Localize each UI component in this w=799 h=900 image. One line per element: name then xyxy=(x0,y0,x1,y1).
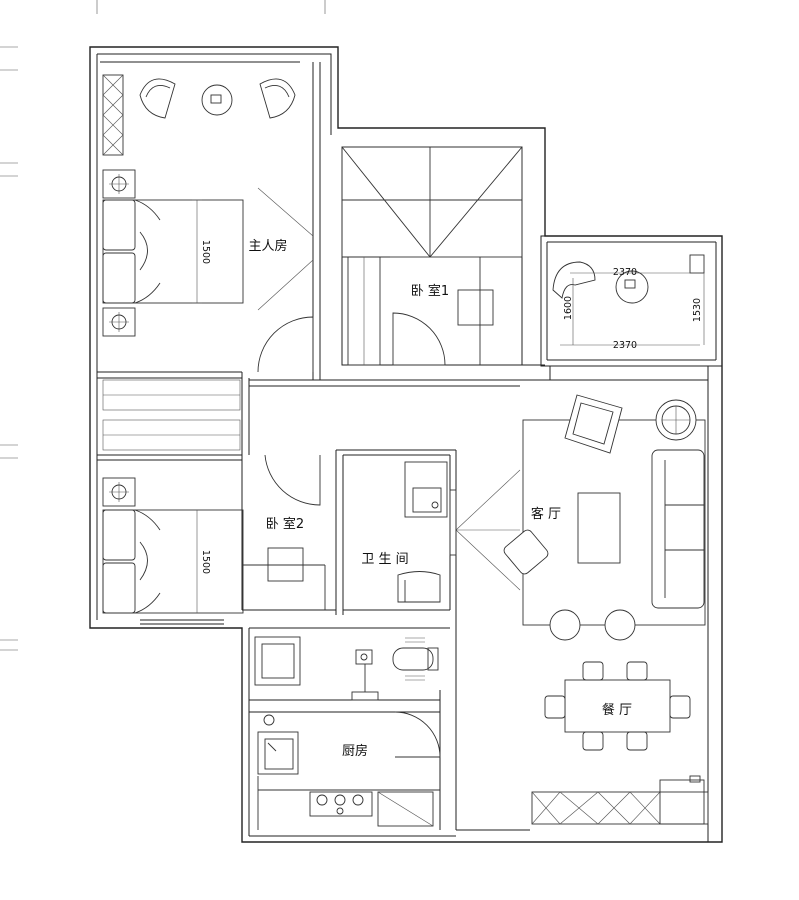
wardrobe-icon xyxy=(102,419,241,451)
balcony-left-dimension: 1600 xyxy=(563,296,574,320)
door-swing xyxy=(394,711,441,758)
door-swing xyxy=(264,454,321,506)
nightstand-icon xyxy=(102,477,136,507)
utility-bathroom xyxy=(254,636,439,701)
bedroom-1: 卧 室1 xyxy=(341,146,523,366)
living-room: 客 厅 xyxy=(503,394,706,641)
bedroom-2: 1500 卧 室2 xyxy=(102,454,326,614)
desk-chair-icon xyxy=(267,547,304,582)
living-room-label: 客 厅 xyxy=(531,506,561,522)
dining-table-icon xyxy=(564,679,671,733)
master-bed-dimension: 1500 xyxy=(200,240,211,264)
side-table-icon xyxy=(615,270,649,304)
armchair-icon xyxy=(552,261,596,299)
balcony: 2370 2370 1600 1530 xyxy=(552,254,705,351)
coffee-table-icon xyxy=(577,492,621,564)
double-bed-icon xyxy=(102,509,244,614)
dining-room-label: 餐 厅 xyxy=(602,702,632,718)
armchair-icon xyxy=(139,78,176,119)
side-table-icon xyxy=(201,84,233,116)
armchair-icon xyxy=(564,394,623,454)
wardrobe-icon xyxy=(102,379,241,411)
nightstand-icon xyxy=(102,169,136,199)
balcony-top-dimension: 2370 xyxy=(613,267,637,278)
desk-chair-icon xyxy=(457,289,494,326)
sideboard-icon xyxy=(531,791,709,825)
dining-room: 餐 厅 xyxy=(531,661,709,825)
bathroom-label: 卫 生 间 xyxy=(361,552,408,567)
tap-icon xyxy=(355,649,373,665)
toilet-icon xyxy=(392,637,439,681)
sink-icon xyxy=(257,731,299,775)
balcony-right-dimension: 1530 xyxy=(692,298,703,322)
ottoman-icon xyxy=(503,529,549,575)
kitchen: 厨房 xyxy=(257,711,441,830)
fridge-icon xyxy=(377,791,434,827)
door-swing xyxy=(392,312,446,366)
bedroom1-label: 卧 室1 xyxy=(411,283,449,299)
sofa-icon xyxy=(651,449,705,609)
armchair-icon xyxy=(259,78,296,119)
laundry-basin-icon xyxy=(254,636,301,686)
bedroom2-label: 卧 室2 xyxy=(266,516,304,532)
bed2-dimension: 1500 xyxy=(200,550,211,574)
stove-icon xyxy=(309,791,373,817)
master-bedroom-label: 主人房 xyxy=(248,238,287,254)
nightstand-icon xyxy=(102,307,136,337)
floor-lamp-icon xyxy=(655,399,697,441)
stool-icon xyxy=(549,609,581,641)
shower-icon xyxy=(397,571,441,603)
sink-icon xyxy=(412,487,442,513)
bathroom: 卫 生 间 xyxy=(361,461,521,603)
stool-icon xyxy=(604,609,636,641)
master-bedroom: 1500 主人房 xyxy=(102,74,314,451)
door-swing xyxy=(257,316,314,373)
kitchen-label: 厨房 xyxy=(342,743,368,759)
edge-ticks xyxy=(0,0,326,651)
double-bed-icon xyxy=(102,199,244,304)
balcony-bottom-dimension: 2370 xyxy=(613,340,637,351)
